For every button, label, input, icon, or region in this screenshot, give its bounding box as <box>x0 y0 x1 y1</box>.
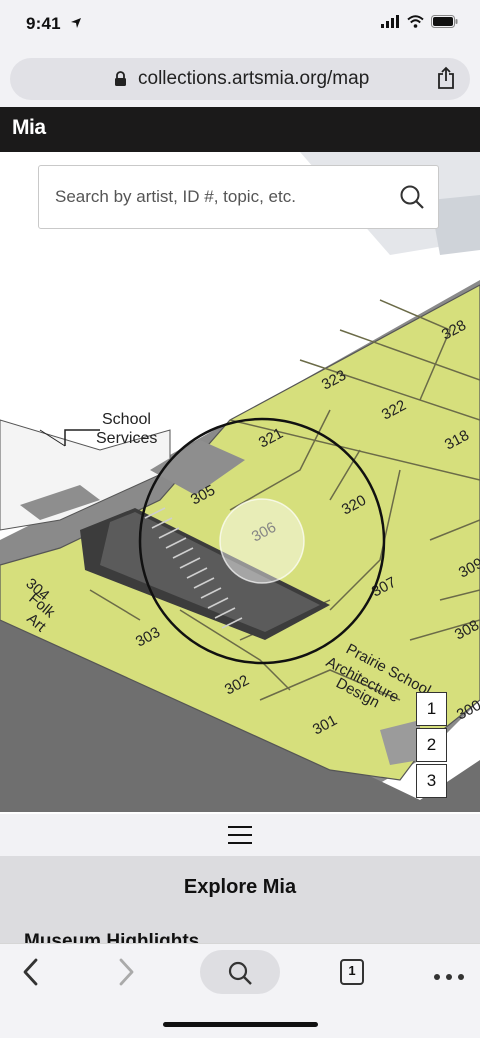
tab-count: 1 <box>348 963 356 978</box>
home-indicator <box>163 1022 318 1027</box>
back-icon[interactable] <box>20 956 42 993</box>
search-icon[interactable] <box>398 183 428 213</box>
touch-point <box>219 498 305 584</box>
search-icon <box>227 960 253 991</box>
url-text: collections.artsmia.org/map <box>138 68 370 89</box>
tabs-icon[interactable]: 1 <box>339 958 365 991</box>
address-bar[interactable]: collections.artsmia.org/map <box>10 58 470 100</box>
toolbar-search-button[interactable] <box>200 950 280 994</box>
search-box <box>38 165 439 229</box>
floor-3-button[interactable]: 3 <box>416 764 447 798</box>
search-input[interactable] <box>55 166 385 228</box>
zoom-lens-circle <box>138 417 386 665</box>
museum-map[interactable]: School Services 328 323 322 318 321 320 … <box>0 152 480 814</box>
explore-section: Explore Mia Museum Highlights <box>0 856 480 946</box>
mia-logo[interactable]: Mia <box>12 116 46 139</box>
lock-icon <box>114 71 127 92</box>
floor-1-button[interactable]: 1 <box>416 692 447 726</box>
location-arrow-icon <box>70 16 82 34</box>
signal-icon <box>381 15 400 33</box>
museum-highlights-heading: Museum Highlights <box>24 931 200 946</box>
battery-icon <box>431 15 458 33</box>
svg-text:Services: Services <box>96 430 157 447</box>
share-icon[interactable] <box>436 66 456 95</box>
floor-2-button[interactable]: 2 <box>416 728 447 762</box>
explore-title: Explore Mia <box>183 876 297 898</box>
forward-icon[interactable] <box>115 956 137 993</box>
floor-map-drawing[interactable]: School Services 328 323 322 318 321 320 … <box>0 152 480 814</box>
status-bar: 9:41 <box>0 0 480 52</box>
site-header: Mia <box>0 107 480 152</box>
svg-text:School: School <box>102 411 151 428</box>
status-time: 9:41 <box>26 14 61 33</box>
more-icon[interactable] <box>433 968 465 986</box>
wifi-icon <box>407 15 424 33</box>
menu-icon[interactable] <box>228 826 252 844</box>
